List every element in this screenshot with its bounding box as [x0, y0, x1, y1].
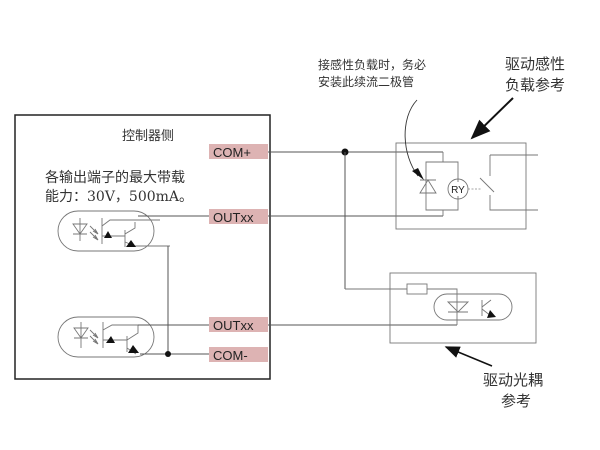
darlington-arrow-icon — [126, 240, 136, 247]
relay-coil-path — [443, 161, 459, 211]
relay-box — [395, 142, 527, 230]
darlington-arrow-icon — [128, 345, 139, 353]
inductive-load-example: RY — [395, 142, 538, 230]
pin-com-plus: COM+ — [209, 144, 268, 160]
diode-note-arrowhead-icon — [412, 168, 424, 180]
diode-note-line2: 安装此续流二极管 — [318, 74, 414, 89]
emitter-arrow-icon — [104, 231, 112, 238]
led-icon — [446, 301, 470, 313]
flyback-diode-icon — [419, 179, 437, 194]
diode-note-arrow — [404, 99, 419, 177]
relay-callout-arrow — [470, 97, 514, 140]
controller-title: 控制器侧 — [122, 129, 174, 144]
optocoupler-input-wire — [345, 288, 458, 325]
optocoupler-body — [57, 210, 155, 252]
light-arrows-icon — [89, 329, 99, 345]
pin-out-bottom-label: OUTxx — [213, 318, 254, 333]
load-capacity-note-line1: 各输出端子的最大带载 — [45, 170, 185, 186]
pin-out-bottom: OUTxx — [209, 317, 268, 333]
light-arrows-icon — [89, 225, 99, 241]
optocoupler-box — [389, 272, 537, 344]
diode-note-line1: 接感性负载时，务必 — [318, 57, 426, 72]
pin-com-minus: COM- — [209, 347, 268, 363]
relay-callout-line1: 驱动感性 — [505, 55, 565, 73]
optocoupler-body — [433, 293, 513, 321]
pin-com-plus-label: COM+ — [213, 145, 251, 160]
controller-box — [14, 114, 271, 380]
output-optocoupler-bottom — [57, 316, 155, 358]
relay-contact-icon — [479, 154, 538, 211]
relay-coil-wire — [425, 152, 444, 216]
optocoupler-load-example — [345, 272, 537, 344]
resistor-icon — [406, 283, 428, 295]
optocoupler-callout-arrow — [444, 346, 493, 367]
optocoupler-callout-line1: 驱动光耦 — [483, 371, 543, 389]
pin-out-top-label: OUTxx — [213, 210, 254, 225]
emitter-arrow-icon — [487, 310, 496, 318]
emitter-arrow-icon — [106, 336, 115, 343]
led-icon — [72, 218, 88, 241]
load-capacity-note-line2: 能力：30V，500mA。 — [45, 189, 193, 205]
optocoupler-body — [57, 316, 155, 358]
pin-com-minus-label: COM- — [213, 348, 248, 363]
phototransistor-icon — [102, 322, 138, 348]
output-optocoupler-top — [57, 210, 170, 252]
led-icon — [73, 322, 89, 348]
relay-coil-label: RY — [451, 185, 465, 196]
relay-callout-line2: 负载参考 — [505, 76, 565, 94]
pin-out-top: OUTxx — [209, 209, 268, 225]
optocoupler-callout-line2: 参考 — [501, 392, 531, 410]
junction-dot — [165, 351, 171, 357]
